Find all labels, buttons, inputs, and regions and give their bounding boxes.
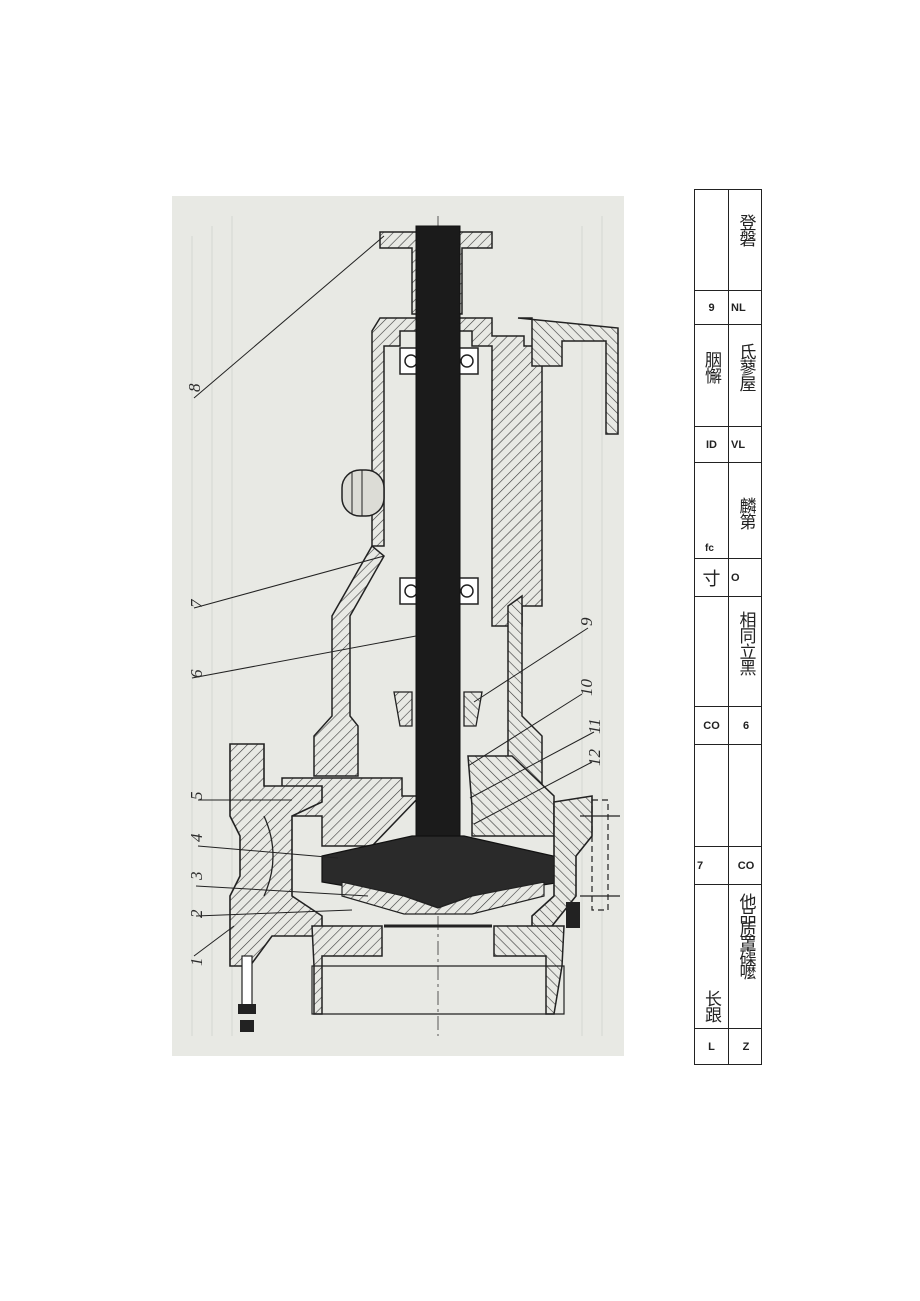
part-number-6: 6 [187, 669, 206, 678]
pump-drawing-svg: 1 2 3 4 5 6 7 8 9 10 11 12 [185, 216, 620, 1036]
part-number-7: 7 [187, 598, 206, 608]
legend-cell-left [695, 597, 729, 706]
legend-cell-right: 相同立黑 [729, 597, 763, 706]
legend-cell-left: 7 [695, 847, 729, 884]
legend-cell-right: 登磐 [729, 190, 763, 290]
legend-row: ID VL [695, 426, 761, 462]
part-number-8: 8 [185, 383, 204, 392]
legend-cell-left: 寸 [695, 559, 729, 596]
legend-text: L [708, 1040, 715, 1053]
part-number-11: 11 [585, 718, 604, 734]
legend-cell-right: CO [729, 847, 763, 884]
legend-cell-right: 麟第 [729, 463, 763, 558]
legend-cell-right: O [729, 559, 765, 596]
legend-text: 胭懈 [701, 351, 721, 383]
legend-row: 9 NL [695, 290, 761, 324]
legend-cell-right: 6 [729, 707, 763, 744]
part-number-3: 3 [187, 872, 206, 882]
part-number-4: 4 [187, 833, 206, 842]
legend-row: 登磐 [695, 190, 761, 290]
legend-cell-left: fc [695, 463, 729, 558]
legend-text: Z [742, 1040, 750, 1053]
legend-row: 长跟 他品质罩磲嚒 [695, 884, 761, 1028]
legend-cell-right: 他品质罩磲嚒 [729, 885, 763, 1028]
legend-text: 7 [697, 859, 704, 872]
legend-text: NL [731, 301, 746, 314]
legend-cell-left: L [695, 1029, 729, 1064]
legend-row: CO 6 [695, 706, 761, 744]
legend-text: ID [706, 438, 717, 451]
legend-cell-right [729, 745, 763, 846]
legend-cell-left: 胭懈 [695, 325, 729, 426]
pump-cross-section-drawing: 1 2 3 4 5 6 7 8 9 10 11 12 [172, 196, 624, 1056]
legend-text: 氐蓼屋 [735, 343, 756, 391]
part-number-12: 12 [585, 749, 604, 767]
legend-row: 胭懈 氐蓼屋 [695, 324, 761, 426]
parts-legend-table: 登磐 9 NL 胭懈 氐蓼屋 ID VL fc 麟第 寸 O 相同立黑 [694, 189, 762, 1065]
part-number-10: 10 [577, 679, 596, 697]
part-number-2: 2 [187, 909, 206, 918]
legend-text: CO [703, 719, 720, 732]
legend-cell-right: NL [729, 291, 765, 324]
legend-text: 寸 [702, 568, 721, 590]
legend-cell-left [695, 190, 729, 290]
legend-text: VL [731, 438, 746, 451]
part-number-5: 5 [187, 792, 206, 801]
part-number-9: 9 [577, 617, 596, 626]
legend-text: fc [705, 543, 714, 554]
legend-text: 登磐 [735, 214, 756, 246]
legend-row: 7 CO [695, 846, 761, 884]
legend-row: fc 麟第 [695, 462, 761, 558]
legend-text: O [731, 571, 740, 584]
legend-cell-left: 9 [695, 291, 729, 324]
legend-text: CO [737, 859, 755, 872]
legend-text: 他品质罩磲嚒 [735, 893, 756, 977]
legend-row [695, 744, 761, 846]
legend-cell-left: 长跟 [695, 885, 729, 1028]
legend-row: 相同立黑 [695, 596, 761, 706]
legend-cell-right: VL [729, 427, 765, 462]
legend-text: 长跟 [701, 990, 721, 1022]
legend-cell-right: 氐蓼屋 [729, 325, 763, 426]
legend-cell-right: Z [729, 1029, 763, 1064]
part-number-1: 1 [187, 958, 206, 967]
legend-text: 9 [708, 301, 715, 314]
legend-row: 寸 O [695, 558, 761, 596]
legend-text: 麟第 [735, 497, 756, 529]
legend-cell-left [695, 745, 729, 846]
legend-text: 相同立黑 [735, 611, 756, 675]
legend-row: L Z [695, 1028, 761, 1064]
legend-cell-left: CO [695, 707, 729, 744]
legend-cell-left: ID [695, 427, 729, 462]
legend-text: 6 [742, 719, 750, 732]
